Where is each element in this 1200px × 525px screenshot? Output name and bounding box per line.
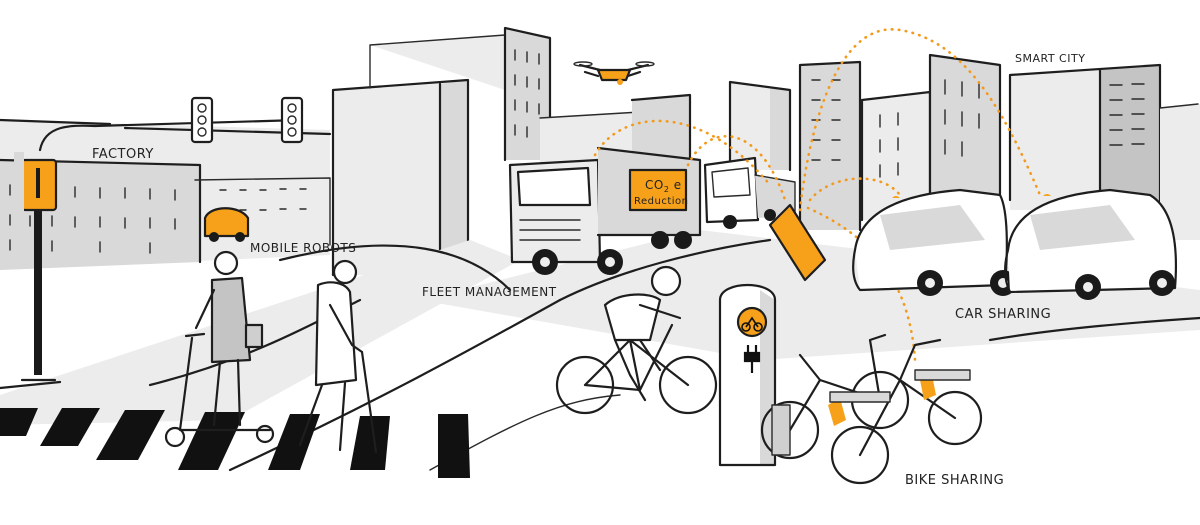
car-icon (852, 188, 1178, 300)
scooter-rider (164, 250, 275, 448)
factory-label: FACTORY (92, 147, 154, 162)
co2-suffix: e (669, 178, 681, 192)
skyline (331, 26, 1200, 277)
traffic-light-icon (14, 96, 304, 382)
mobile-robots-label: MOBILE ROBOTS (250, 241, 356, 255)
co2-subscript: 2 (664, 185, 670, 194)
mobile-robot: MOBILE ROBOTS (203, 207, 356, 255)
elderly-pedestrian (298, 259, 378, 454)
car-sharing-label: CAR SHARING (955, 307, 1051, 322)
cyclist (555, 265, 718, 415)
shared-bikes (760, 333, 983, 485)
bike-charging-station (718, 283, 777, 467)
co2-reduction-label: Reduction (634, 196, 689, 207)
truck-icon: CO2 e Reduction (508, 146, 796, 275)
bike-charging-icon (736, 306, 768, 338)
smart-city-label: SMART CITY (1015, 52, 1085, 65)
svg-text:CO2 e: CO2 e (645, 178, 682, 194)
drone-icon (573, 61, 655, 85)
fleet-management-label: FLEET MANAGEMENT (422, 285, 557, 299)
bike-sharing-label: BIKE SHARING (905, 473, 1004, 488)
connectivity-arcs (593, 28, 1042, 362)
co2-text: CO (645, 178, 664, 192)
scooter-icon (164, 332, 275, 448)
crosswalk (0, 408, 470, 478)
smartphone-icon (768, 203, 827, 282)
plug-icon (743, 345, 761, 373)
